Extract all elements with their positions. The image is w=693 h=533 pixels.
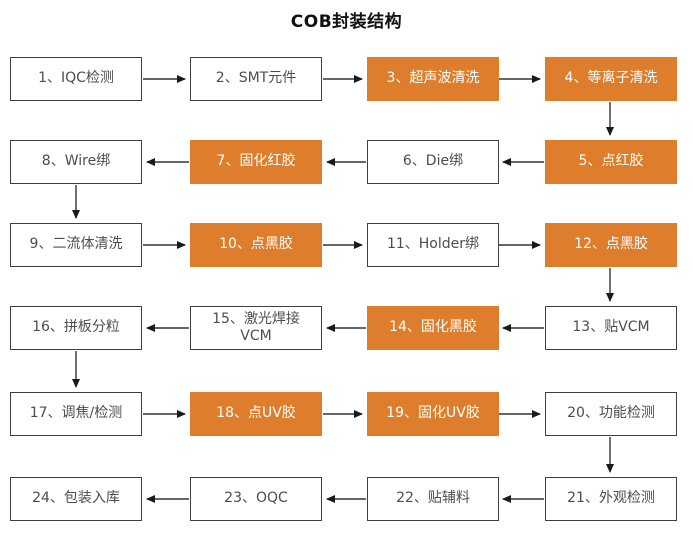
flow-node-16: 16、拼板分粒 — [10, 306, 142, 350]
flow-node-20: 20、功能检测 — [545, 392, 677, 436]
flow-node-17: 17、调焦/检测 — [10, 392, 142, 436]
flow-node-1: 1、IQC检测 — [10, 57, 142, 101]
flow-node-11: 11、Holder绑 — [367, 223, 499, 267]
flow-node-15: 15、激光焊接 VCM — [190, 306, 322, 350]
flow-node-4: 4、等离子清洗 — [545, 57, 677, 101]
flow-node-14: 14、固化黑胶 — [367, 306, 499, 350]
flow-node-22: 22、贴辅料 — [367, 477, 499, 521]
flow-node-18: 18、点UV胶 — [190, 392, 322, 436]
flow-node-5: 5、点红胶 — [545, 140, 677, 184]
flow-node-23: 23、OQC — [190, 477, 322, 521]
flow-node-7: 7、固化红胶 — [190, 140, 322, 184]
flow-node-19: 19、固化UV胶 — [367, 392, 499, 436]
flow-node-13: 13、贴VCM — [545, 306, 677, 350]
flow-node-24: 24、包装入库 — [10, 477, 142, 521]
flow-node-8: 8、Wire绑 — [10, 140, 142, 184]
page-title: COB封装结构 — [290, 12, 403, 32]
flow-node-21: 21、外观检测 — [545, 477, 677, 521]
flow-node-3: 3、超声波清洗 — [367, 57, 499, 101]
flow-node-9: 9、二流体清洗 — [10, 223, 142, 267]
flow-node-12: 12、点黑胶 — [545, 223, 677, 267]
flow-node-2: 2、SMT元件 — [190, 57, 322, 101]
flow-node-10: 10、点黑胶 — [190, 223, 322, 267]
flow-node-6: 6、Die绑 — [367, 140, 499, 184]
